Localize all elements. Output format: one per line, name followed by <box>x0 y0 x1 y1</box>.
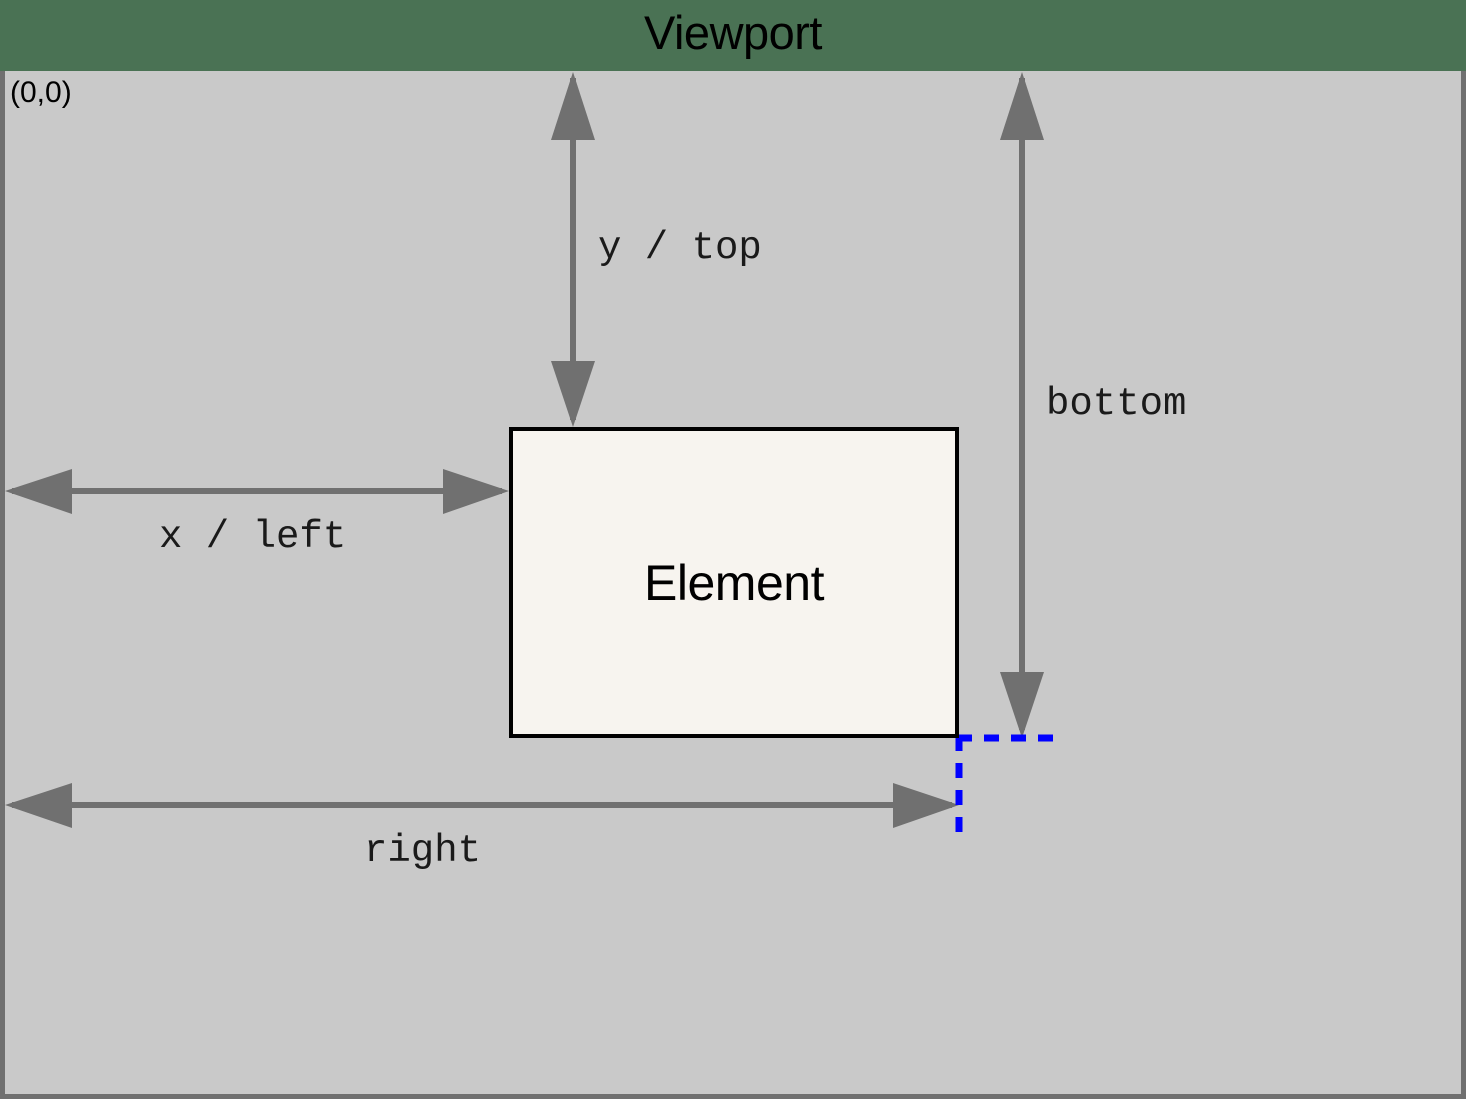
measure-label-x-left: x / left <box>159 515 347 559</box>
measure-label-right: right <box>364 829 482 873</box>
viewport-title-bar: Viewport <box>0 0 1466 71</box>
element-label: Element <box>644 554 824 611</box>
page-title: Viewport <box>643 6 823 59</box>
measure-label-y-top: y / top <box>598 226 762 270</box>
origin-coordinate-label: (0,0) <box>10 76 72 109</box>
measure-label-bottom: bottom <box>1046 382 1187 426</box>
element-box: Element <box>509 427 959 738</box>
